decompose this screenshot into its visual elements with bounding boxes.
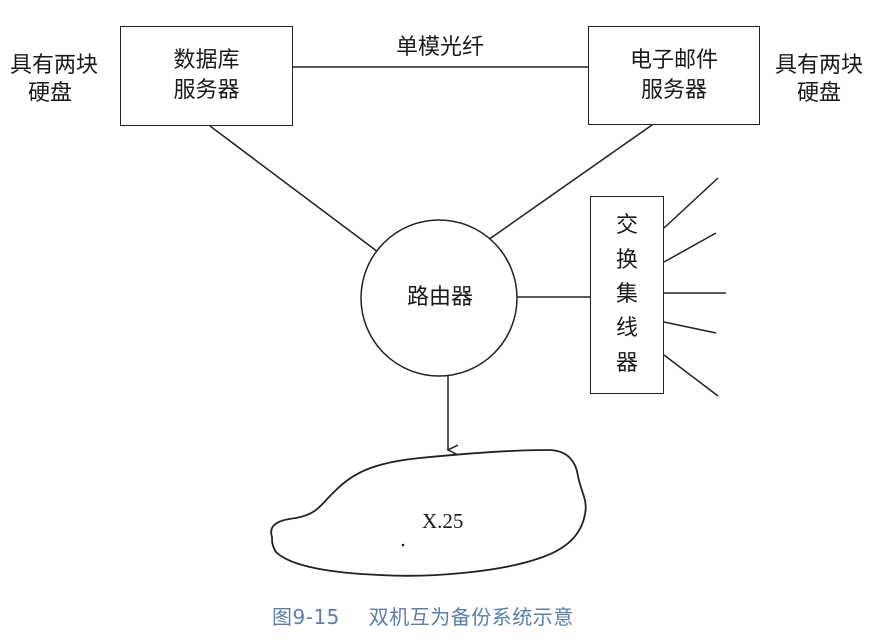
right-disk-note-line2: 硬盘 (797, 81, 842, 106)
database-server-box: 数据库 服务器 (120, 26, 293, 126)
db-router-line (209, 125, 379, 253)
mail-server-box: 电子邮件 服务器 (588, 26, 760, 125)
figure-number: 图9-15 (272, 605, 340, 629)
switch-hub-char-4: 线 (615, 316, 638, 342)
router-circle (360, 219, 518, 377)
x25-network-label: X.25 (422, 509, 464, 533)
switch-hub-char-2: 换 (615, 247, 638, 273)
left-disk-note-line2: 硬盘 (28, 81, 73, 106)
figure-caption: 图9-15 双机互为备份系统示意 (272, 601, 574, 630)
x25-cloud-shape (270, 449, 587, 577)
fiber-link-label: 单模光纤 (396, 35, 485, 60)
switch-hub-char-1: 交 (615, 213, 638, 239)
figure-title: 双机互为备份系统示意 (368, 605, 574, 629)
left-disk-note: 具有两块 硬盘 (10, 52, 98, 108)
database-server-label-2: 服务器 (173, 78, 240, 103)
switch-hub-box: 交 换 集 线 器 (590, 196, 664, 394)
cloud-dot (401, 543, 405, 547)
right-disk-note: 具有两块 硬盘 (775, 52, 863, 108)
database-server-label-1: 数据库 (173, 48, 240, 73)
mail-server-label-1: 电子邮件 (629, 47, 718, 73)
router-label: 路由器 (407, 285, 474, 310)
switch-hub-char-3: 集 (615, 281, 638, 307)
mail-server-label-2: 服务器 (640, 77, 707, 103)
left-disk-note-line1: 具有两块 (10, 53, 99, 78)
mail-router-line (487, 124, 653, 241)
switch-hub-char-5: 器 (615, 350, 638, 376)
right-disk-note-line1: 具有两块 (775, 53, 864, 78)
hub-fanout-lines (663, 177, 726, 397)
